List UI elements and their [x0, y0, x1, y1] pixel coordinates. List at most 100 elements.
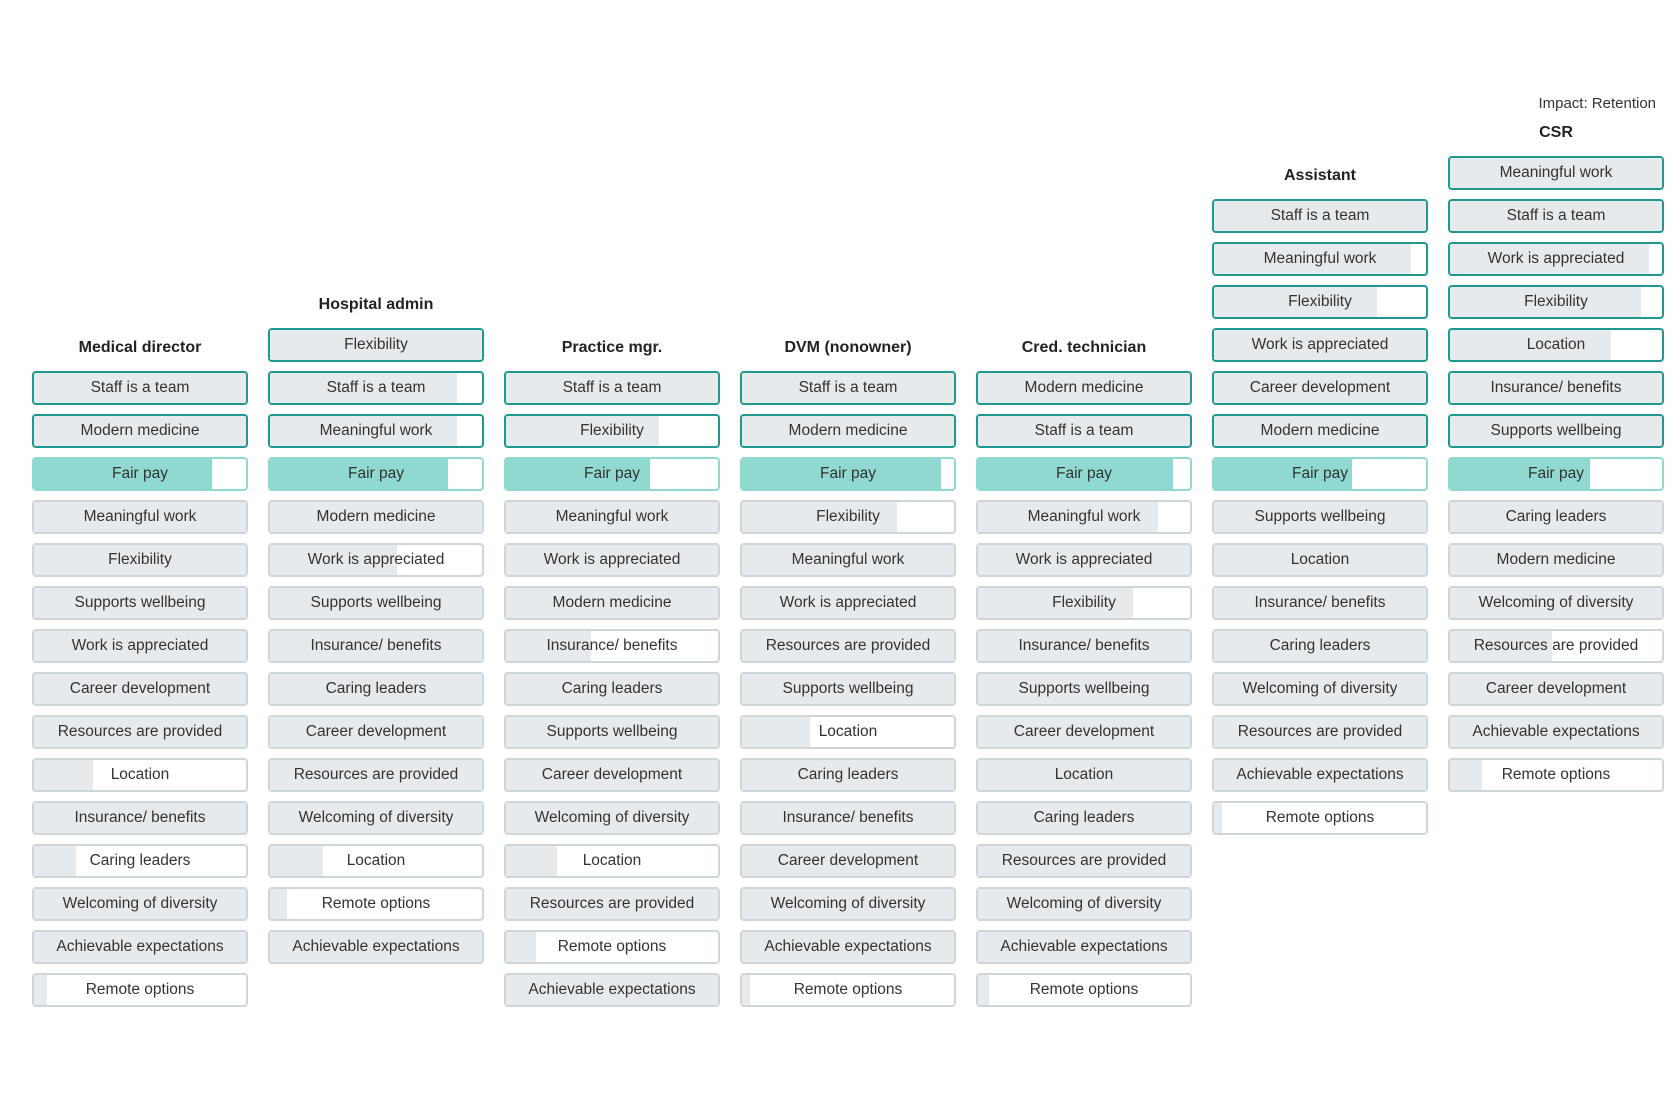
bar-fill: [34, 932, 246, 962]
bar-label: Fair pay: [584, 465, 640, 482]
bar-modern-medicine: Modern medicine: [504, 586, 720, 620]
bar-label: Career development: [305, 723, 447, 740]
bar-label: Staff is a team: [798, 379, 898, 396]
bar-fill: [270, 631, 482, 661]
bar-location: Location: [1212, 543, 1428, 577]
bar-label: Fair pay: [1056, 465, 1112, 482]
bar-modern-medicine: Modern medicine: [268, 500, 484, 534]
bar-fill: [1450, 459, 1590, 489]
bar-work-is-appreciated: Work is appreciated: [1212, 328, 1428, 362]
bar-fill: [1450, 416, 1662, 446]
bar-flexibility: Flexibility: [1448, 285, 1664, 319]
bar-achievable-expectations: Achievable expectations: [268, 930, 484, 964]
bar-location: Location: [976, 758, 1192, 792]
bar-label: Supports wellbeing: [310, 594, 442, 611]
bar-fill: [978, 373, 1190, 403]
bar-remote-options: Remote options: [976, 973, 1192, 1007]
bar-label: Remote options: [1501, 766, 1611, 783]
bar-flexibility: Flexibility: [976, 586, 1192, 620]
bar-caring-leaders: Caring leaders: [740, 758, 956, 792]
bar-supports-wellbeing: Supports wellbeing: [1212, 500, 1428, 534]
bar-modern-medicine: Modern medicine: [1212, 414, 1428, 448]
bar-fill: [1214, 631, 1426, 661]
bar-fill: [742, 803, 954, 833]
bar-flexibility: Flexibility: [740, 500, 956, 534]
bar-location: Location: [504, 844, 720, 878]
bar-fill: [1450, 674, 1662, 704]
bar-label: Insurance/ benefits: [782, 809, 914, 826]
bar-label: Fair pay: [1528, 465, 1584, 482]
bar-label: Remote options: [557, 938, 667, 955]
bar-label: Staff is a team: [326, 379, 426, 396]
column-title: Practice mgr.: [561, 339, 663, 356]
bar-modern-medicine: Modern medicine: [740, 414, 956, 448]
bar-label: Location: [346, 852, 406, 869]
bar-label: Modern medicine: [1260, 422, 1380, 439]
bar-fill: [978, 674, 1190, 704]
bar-fill: [270, 416, 457, 446]
bar-fill: [978, 846, 1190, 876]
bar-supports-wellbeing: Supports wellbeing: [504, 715, 720, 749]
bar-label: Staff is a team: [562, 379, 662, 396]
bar-achievable-expectations: Achievable expectations: [740, 930, 956, 964]
bar-fill: [34, 760, 94, 790]
bar-welcoming-of-diversity: Welcoming of diversity: [504, 801, 720, 835]
bar-label: Caring leaders: [1505, 508, 1607, 525]
bar-work-is-appreciated: Work is appreciated: [976, 543, 1192, 577]
bar-fair-pay: Fair pay: [268, 457, 484, 491]
bar-label: Flexibility: [816, 508, 880, 525]
bar-label: Career development: [1249, 379, 1391, 396]
bar-work-is-appreciated: Work is appreciated: [32, 629, 248, 663]
bar-fill: [1214, 416, 1426, 446]
bar-label: Location: [1054, 766, 1114, 783]
bar-label: Location: [1526, 336, 1586, 353]
bar-insurance-benefits: Insurance/ benefits: [1212, 586, 1428, 620]
bar-fill: [34, 545, 246, 575]
bar-label: Supports wellbeing: [782, 680, 914, 697]
bar-label: Career development: [1013, 723, 1155, 740]
bar-resources-are-provided: Resources are provided: [32, 715, 248, 749]
column-title: Hospital admin: [318, 296, 434, 313]
bar-remote-options: Remote options: [504, 930, 720, 964]
bar-fill: [270, 717, 482, 747]
bar-label: Caring leaders: [797, 766, 899, 783]
bar-fill: [1214, 287, 1378, 317]
bar-fill: [1214, 201, 1426, 231]
bar-staff-is-a-team: Staff is a team: [268, 371, 484, 405]
bar-fill: [34, 502, 246, 532]
bar-fill: [506, 674, 718, 704]
bar-fair-pay: Fair pay: [504, 457, 720, 491]
bar-label: Modern medicine: [80, 422, 200, 439]
bar-label: Staff is a team: [1270, 207, 1370, 224]
bar-fill: [978, 545, 1190, 575]
bar-label: Insurance/ benefits: [310, 637, 442, 654]
bar-label: Meaningful work: [1263, 250, 1377, 267]
bar-career-development: Career development: [1448, 672, 1664, 706]
bar-label: Resources are provided: [1473, 637, 1639, 654]
bar-fill: [978, 803, 1190, 833]
bar-label: Flexibility: [1524, 293, 1588, 310]
bar-fair-pay: Fair pay: [976, 457, 1192, 491]
bar-fill: [270, 889, 287, 919]
bar-welcoming-of-diversity: Welcoming of diversity: [268, 801, 484, 835]
bar-label: Supports wellbeing: [74, 594, 206, 611]
bar-fill: [270, 674, 482, 704]
bar-fill: [1450, 287, 1641, 317]
bar-fill: [742, 760, 954, 790]
bar-fill: [506, 502, 718, 532]
bar-fill: [34, 373, 246, 403]
bar-fill: [34, 803, 246, 833]
bar-label: Achievable expectations: [292, 938, 460, 955]
bar-fill: [506, 416, 659, 446]
bar-fill: [270, 760, 482, 790]
bar-fill: [1214, 760, 1426, 790]
bar-supports-wellbeing: Supports wellbeing: [32, 586, 248, 620]
bar-label: Flexibility: [344, 336, 408, 353]
bar-supports-wellbeing: Supports wellbeing: [268, 586, 484, 620]
bar-label: Flexibility: [108, 551, 172, 568]
bar-fill: [742, 889, 954, 919]
bar-label: Achievable expectations: [764, 938, 932, 955]
bar-label: Achievable expectations: [1000, 938, 1168, 955]
bar-resources-are-provided: Resources are provided: [976, 844, 1192, 878]
